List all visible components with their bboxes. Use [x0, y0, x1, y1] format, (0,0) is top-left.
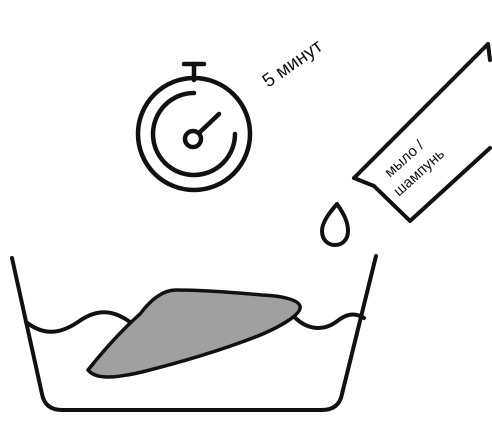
detergent-bottle-icon [354, 44, 490, 221]
droplet-icon [322, 204, 348, 245]
cloth-icon [88, 290, 300, 377]
bottle-label: мыло / шампунь [377, 130, 448, 199]
timer-label: 5 минут [259, 36, 327, 93]
stopwatch-icon [138, 64, 250, 190]
